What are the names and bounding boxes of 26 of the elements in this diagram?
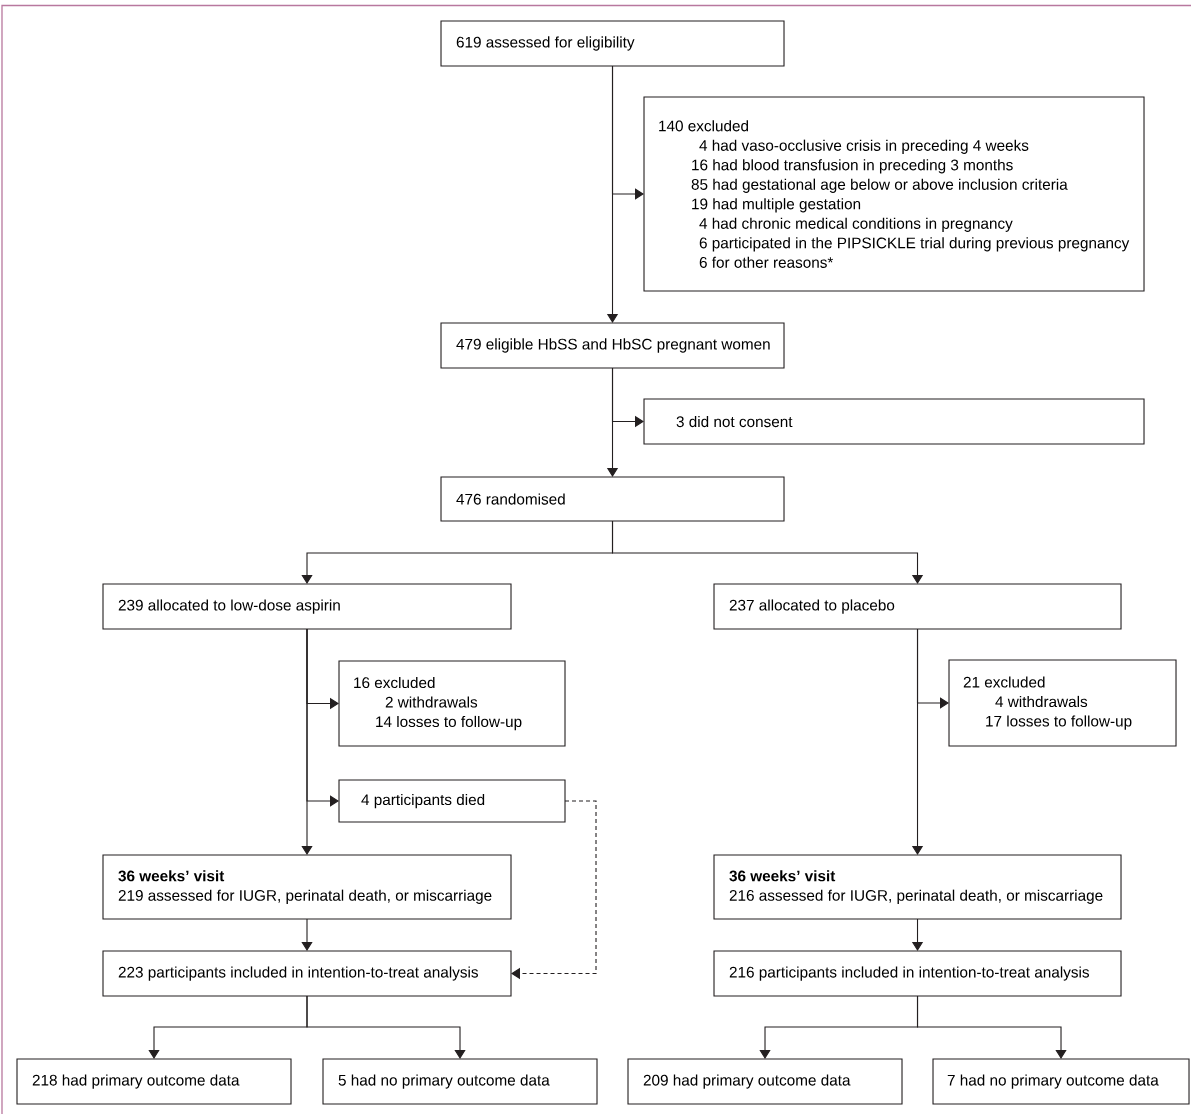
- exclusion-box: 21 excluded 4 withdrawals 17 losses to follow-up: [948, 659, 1177, 747]
- exclusion-box: 16 excluded 2 withdrawals 14 losses to follow-up: [338, 660, 566, 747]
- arrow: [306, 628, 339, 807]
- flow-box: 239 allocated to low-dose aspirin: [102, 583, 512, 630]
- flow-box: 223 participants included in intention-to-treat analysis: [102, 950, 512, 997]
- exclusion-box: 3 did not consent: [643, 398, 1145, 445]
- arrow: [916, 995, 1067, 1059]
- flow-box: 36 weeks’ visit 216 assessed for IUGR, perinatal death, or miscarriage: [713, 854, 1122, 920]
- arrow: [301, 918, 313, 951]
- flow-box: 619 assessed for eligibility: [440, 20, 785, 67]
- flow-box: 479 eligible HbSS and HbSC pregnant women: [440, 322, 785, 369]
- arrow: [916, 628, 949, 709]
- flow-box: 237 allocated to placebo: [713, 583, 1122, 630]
- exclusion-box: 4 participants died: [338, 779, 566, 823]
- flow-box: 5 had no primary outcome data: [322, 1058, 598, 1105]
- flow-box: 36 weeks’ visit 219 assessed for IUGR, perinatal death, or miscarriage: [102, 854, 512, 920]
- flow-box: 209 had primary outcome data: [627, 1058, 903, 1105]
- flow-box: 476 randomised: [440, 476, 785, 522]
- exclusion-box: 140 excluded 4 had vaso-occlusive crisis in preceding 4 weeks 16 had blood transfusion in preceding 3 months 85 had gestational age below or above inclusion criteria 19 had multiple gestation 4 had chronic medical conditions in pregnancy 6 participated in the PIPSICKLE trial during previous pregnancy 6 for other reasons*: [643, 96, 1145, 292]
- arrow: [611, 520, 924, 584]
- dashed-arrow: [511, 800, 597, 980]
- flow-box: 7 had no primary outcome data: [932, 1058, 1190, 1105]
- flow-box: 216 participants included in intention-to-treat analysis: [713, 950, 1122, 997]
- arrow: [611, 65, 644, 200]
- flow-box: 218 had primary outcome data: [16, 1058, 292, 1105]
- arrow: [306, 995, 466, 1059]
